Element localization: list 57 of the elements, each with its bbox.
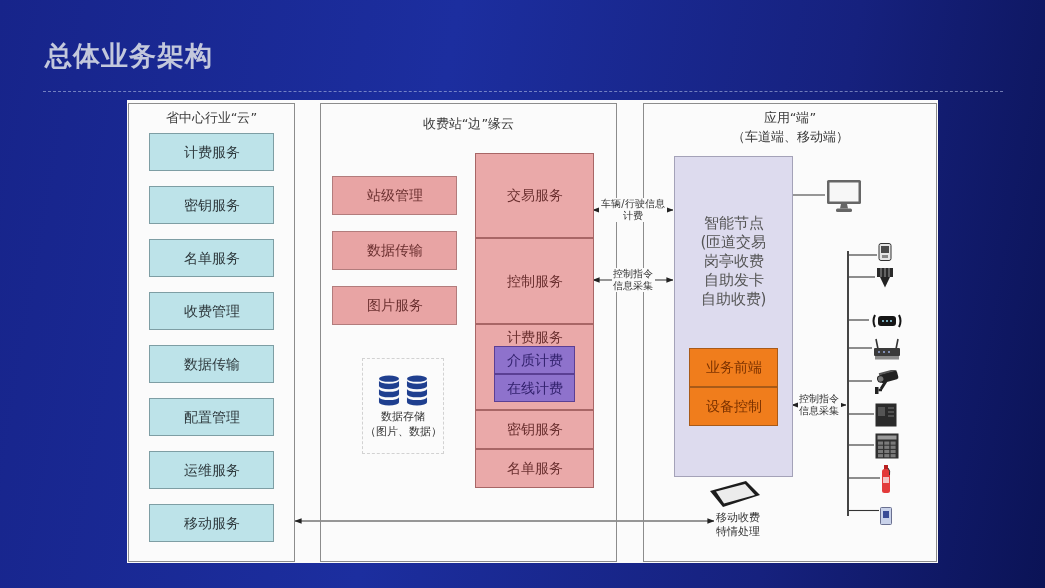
node-title: 智能节点 [703, 214, 764, 233]
storage-box [362, 358, 444, 454]
service-box: 交易服务 [475, 153, 594, 238]
node-text: (匝道交易岗亭收费自助发卡自助收费) [699, 233, 768, 309]
connector-line [847, 413, 875, 415]
arrow [294, 518, 715, 524]
connector-line [847, 319, 870, 321]
edge-label: 控制指令信息采集 [797, 393, 841, 417]
service-box: 计费服务 [149, 133, 274, 171]
module-box: 业务前端 [689, 348, 778, 387]
service-box: 站级管理 [332, 176, 457, 215]
canister-icon [881, 465, 891, 493]
billing-box: 在线计费 [494, 374, 575, 402]
box-heading: 计费服务 [505, 328, 564, 347]
panel-subheading: （车道端、移动端） [730, 128, 850, 146]
service-box: 数据传输 [149, 345, 274, 383]
module-box: 设备控制 [689, 387, 778, 426]
service-box: 配置管理 [149, 398, 274, 436]
service-box: 名单服务 [475, 449, 594, 488]
connector-line [847, 347, 873, 349]
connector-line [847, 276, 876, 278]
service-box: 名单服务 [149, 239, 274, 277]
terminal-icon [880, 507, 892, 525]
service-box: 图片服务 [332, 286, 457, 325]
panel-heading: 省中心行业“云” [164, 109, 259, 127]
connector-line [847, 254, 878, 256]
lamp-icon [876, 268, 894, 288]
antenna-icon [870, 312, 904, 330]
service-box: 控制服务 [475, 238, 594, 324]
storage-sublabel: （图片、数据） [364, 424, 442, 439]
service-box: 数据传输 [332, 231, 457, 270]
page-title: 总体业务架构 [45, 39, 213, 73]
service-box: 运维服务 [149, 451, 274, 489]
bus-line [847, 251, 849, 516]
panel-heading: 收费站“边”缘云 [421, 115, 516, 133]
service-box: 密钥服务 [475, 410, 594, 449]
service-box: 移动服务 [149, 504, 274, 542]
caption-text: 移动收费特情处理 [715, 511, 761, 541]
connector-line [847, 477, 881, 479]
router-icon [873, 338, 901, 360]
monitor-icon [826, 179, 862, 213]
storage-label: 数据存储 [381, 409, 425, 424]
connector-line [791, 194, 826, 196]
handheld-device-icon [878, 243, 892, 261]
node-panel [674, 156, 793, 477]
edge-label: 车辆/行驶信息计费 [599, 198, 667, 222]
column-panel [128, 103, 295, 562]
service-box: 密钥服务 [149, 186, 274, 224]
service-box [475, 324, 594, 410]
edge-label: 控制指令信息采集 [611, 268, 655, 292]
billing-box: 介质计费 [494, 346, 575, 374]
camera-icon [873, 370, 899, 394]
connector-line [847, 509, 880, 512]
connector-line [847, 444, 875, 446]
panel-heading: 应用“端” [762, 109, 818, 127]
connector-line [847, 380, 873, 382]
service-box: 收费管理 [149, 292, 274, 330]
